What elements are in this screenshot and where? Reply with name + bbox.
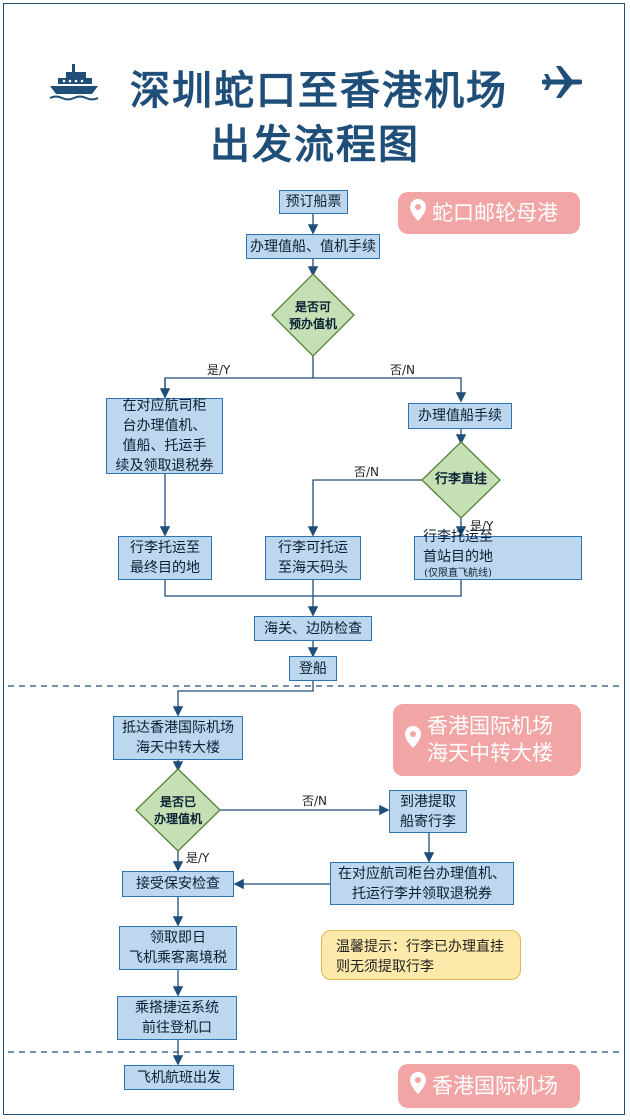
arrive-line1: 抵达香港国际机场 bbox=[122, 720, 234, 736]
label-yes-3: 是/Y bbox=[186, 851, 210, 865]
decision-checked-in bbox=[135, 768, 221, 852]
counter-line1: 在对应航司柜 bbox=[122, 398, 207, 414]
page-border bbox=[3, 3, 625, 1115]
lug-first-line1: 行李托运至 bbox=[423, 529, 493, 545]
tip-line2: 则无须提取行李 bbox=[336, 959, 434, 975]
location-pin-icon bbox=[410, 1071, 426, 1101]
step-people-mover: 乘搭捷运系统前往登机口 bbox=[117, 996, 237, 1040]
location-tag-shekou: 蛇口邮轮母港 bbox=[398, 192, 580, 234]
location-pin-icon bbox=[405, 725, 421, 755]
location-pin-icon bbox=[410, 198, 426, 228]
boat-checkin-label: 办理值船手续 bbox=[418, 408, 502, 424]
lug-final-line2: 最终目的地 bbox=[130, 560, 200, 576]
label-no-1: 否/N bbox=[390, 363, 416, 377]
decision-precheckin-label: 是否可 预办值机 bbox=[282, 299, 344, 333]
step-luggage-final: 行李托运至最终目的地 bbox=[118, 536, 212, 580]
step-pickup-luggage: 到港提取船寄行李 bbox=[389, 790, 467, 833]
train-line2: 前往登机口 bbox=[142, 1020, 212, 1036]
label-yes-1: 是/Y bbox=[207, 363, 231, 377]
depart-label: 飞机航班出发 bbox=[137, 1069, 221, 1086]
step-airline-counter: 在对应航司柜 台办理值机、 值船、托运手 续及领取退税券 bbox=[106, 398, 223, 474]
tip-note: 温馨提示：行李已办理直挂 则无须提取行李 bbox=[321, 930, 521, 980]
counter-line3: 值船、托运手 bbox=[122, 438, 207, 454]
decision1-line1: 是否可 bbox=[294, 300, 331, 314]
lug-skypier-line1: 行李可托运 bbox=[278, 540, 348, 556]
counter2-line2: 托运行李并领取退税券 bbox=[352, 885, 492, 902]
decision1-line2: 预办值机 bbox=[288, 317, 337, 331]
airplane-icon bbox=[541, 64, 583, 110]
step-luggage-skypier: 行李可托运至海天码头 bbox=[265, 536, 361, 580]
step-checkin: 办理值船、值机手续 bbox=[246, 234, 380, 259]
decision-luggage-label: 行李直挂 bbox=[434, 472, 487, 487]
location-tag-hk-airport: 香港国际机场 bbox=[398, 1064, 580, 1108]
decision-precheckin bbox=[271, 273, 355, 357]
arrive-line2: 海天中转大楼 bbox=[136, 740, 220, 756]
ship-icon bbox=[48, 62, 100, 112]
counter-line4: 续及领取退税券 bbox=[115, 458, 214, 474]
label-yes-2: 是/Y bbox=[470, 519, 494, 533]
location-hk-airport: 香港国际机场 bbox=[432, 1073, 558, 1098]
step-book-label: 预订船票 bbox=[285, 194, 342, 210]
label-no-3: 否/N bbox=[302, 794, 328, 808]
step-arrive-hk: 抵达香港国际机场海天中转大楼 bbox=[113, 716, 243, 760]
step-luggage-first: 行李托运至首站目的地 (仅限直飞航线) bbox=[414, 529, 582, 580]
title-line1: 深圳蛇口至香港机场 bbox=[130, 68, 508, 114]
levy-line1: 领取即日 bbox=[150, 930, 206, 946]
counter-line2: 台办理值机、 bbox=[122, 418, 207, 434]
lug-first-line2: 首站目的地 bbox=[423, 549, 493, 565]
step-flight-depart: 飞机航班出发 bbox=[124, 1065, 234, 1090]
step-book-ticket: 预订船票 bbox=[279, 190, 348, 214]
security-label: 接受保安检查 bbox=[136, 876, 220, 892]
levy-line2: 飞机乘客离境税 bbox=[129, 950, 227, 966]
lug-skypier-line2: 至海天码头 bbox=[278, 560, 348, 576]
step-customs: 海关、边防检查 bbox=[254, 616, 372, 641]
step-checkin-label: 办理值船、值机手续 bbox=[250, 238, 376, 255]
decision-checked-in-label: 是否已 办理值机 bbox=[146, 794, 210, 828]
tip-line1: 温馨提示：行李已办理直挂 bbox=[336, 939, 504, 955]
counter2-line1: 在对应航司柜台办理值机、 bbox=[338, 865, 506, 882]
decision-through-luggage bbox=[421, 441, 501, 519]
location-tag-skypier: 香港国际机场 海天中转大楼 bbox=[393, 704, 581, 776]
title-line2: 出发流程图 bbox=[210, 122, 420, 168]
step-departure-levy: 领取即日飞机乘客离境税 bbox=[119, 926, 237, 970]
page-title: 深圳蛇口至香港机场 bbox=[0, 58, 630, 116]
pickup-line1: 到港提取 bbox=[400, 793, 456, 810]
decision3-line2: 办理值机 bbox=[153, 812, 202, 826]
location-hk-line1: 香港国际机场 bbox=[427, 714, 553, 738]
location-hk-line2: 海天中转大楼 bbox=[427, 741, 553, 765]
step-security: 接受保安检查 bbox=[122, 871, 234, 897]
step-boat-checkin: 办理值船手续 bbox=[408, 403, 512, 429]
customs-label: 海关、边防检查 bbox=[264, 620, 362, 637]
train-line1: 乘搭捷运系统 bbox=[135, 1000, 219, 1016]
label-no-2: 否/N bbox=[354, 465, 380, 479]
pickup-line2: 船寄行李 bbox=[400, 813, 456, 830]
board-label: 登船 bbox=[299, 660, 327, 677]
location-shekou: 蛇口邮轮母港 bbox=[432, 200, 558, 225]
step-board: 登船 bbox=[289, 656, 337, 681]
lug-final-line1: 行李托运至 bbox=[130, 540, 200, 556]
step-airline-counter-2: 在对应航司柜台办理值机、托运行李并领取退税券 bbox=[330, 862, 514, 905]
decision3-line1: 是否已 bbox=[159, 795, 196, 809]
lug-first-note: (仅限直飞航线) bbox=[424, 568, 492, 579]
